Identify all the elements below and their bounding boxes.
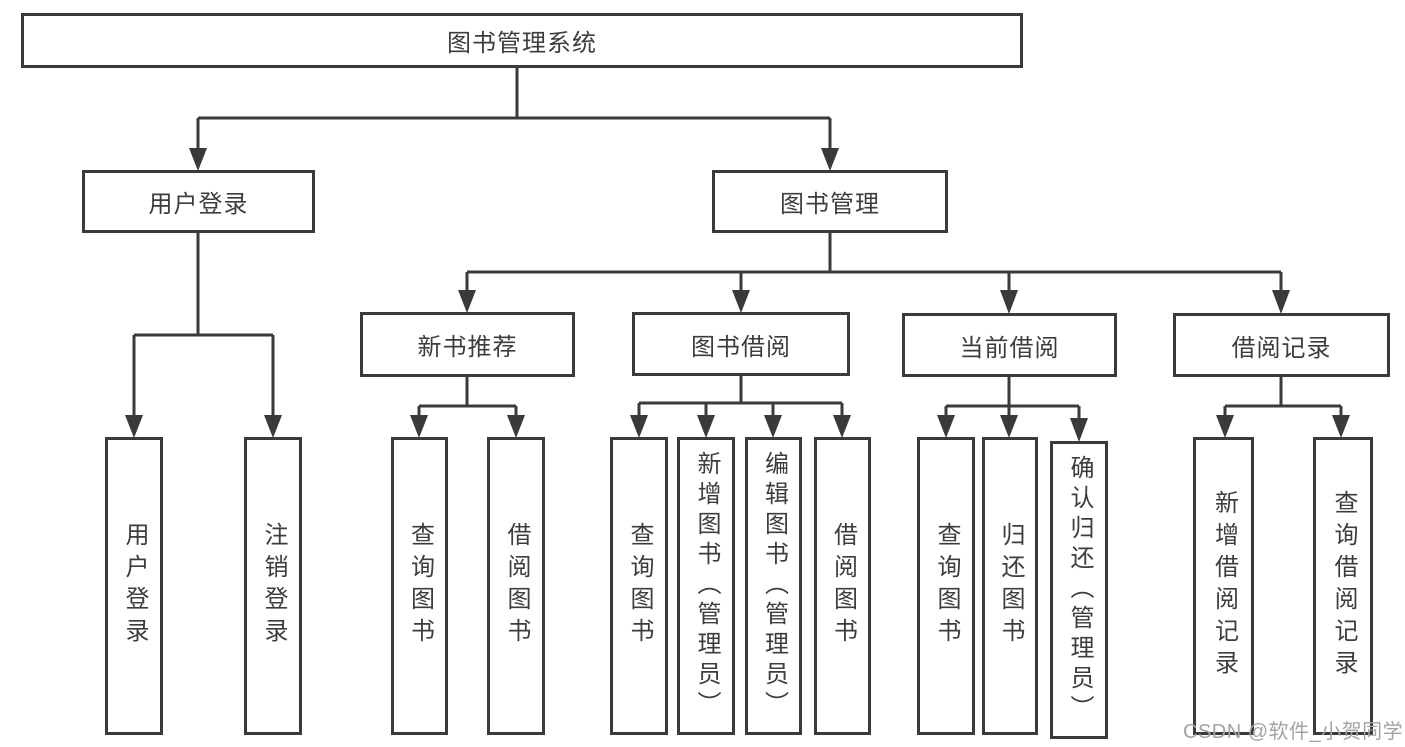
node-book-management: 图书管理 bbox=[712, 170, 948, 233]
leaf-borrowing-edit-books-admin: 编辑图书（管理员） bbox=[745, 437, 802, 735]
leaf-records-add-record: 新增借阅记录 bbox=[1193, 437, 1254, 735]
node-root: 图书管理系统 bbox=[21, 13, 1023, 68]
node-user-login: 用户登录 bbox=[82, 170, 315, 233]
node-current-borrowing: 当前借阅 bbox=[902, 313, 1117, 377]
watermark-text: CSDN @软件_小贺同学 bbox=[1183, 721, 1404, 743]
node-book-borrowing: 图书借阅 bbox=[632, 312, 850, 376]
node-new-book-recommend: 新书推荐 bbox=[360, 312, 575, 377]
leaf-recommend-borrow-books: 借阅图书 bbox=[487, 437, 545, 735]
leaf-borrowing-add-books-admin: 新增图书（管理员） bbox=[677, 437, 735, 735]
leaf-current-query-books: 查询图书 bbox=[917, 437, 975, 735]
leaf-user-login: 用户登录 bbox=[105, 437, 163, 735]
leaf-recommend-query-books: 查询图书 bbox=[391, 437, 448, 735]
leaf-borrowing-borrow-books: 借阅图书 bbox=[814, 437, 871, 735]
leaf-current-return-books: 归还图书 bbox=[982, 437, 1038, 735]
leaf-borrowing-query-books: 查询图书 bbox=[610, 437, 668, 735]
leaf-records-query-record: 查询借阅记录 bbox=[1313, 437, 1373, 735]
node-borrowing-records: 借阅记录 bbox=[1173, 313, 1390, 377]
leaf-current-confirm-return-admin: 确认归还（管理员） bbox=[1050, 441, 1108, 739]
leaf-logout: 注销登录 bbox=[244, 437, 302, 735]
